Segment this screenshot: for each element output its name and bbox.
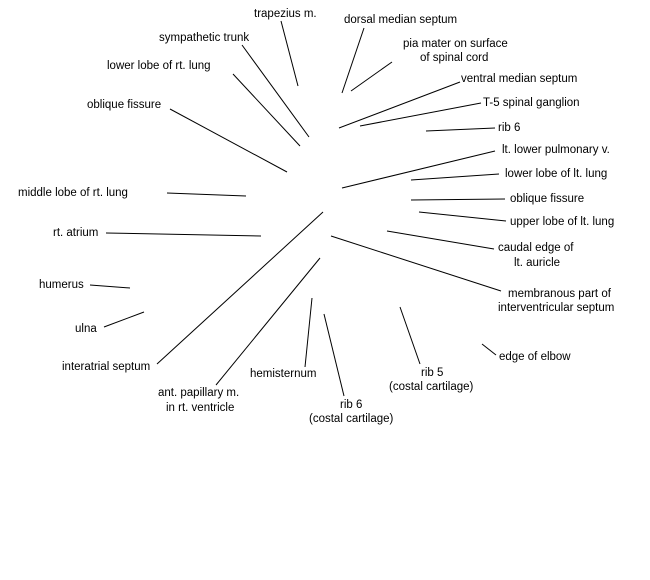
label-text: T-5 spinal ganglion (483, 97, 580, 109)
label-interatrial-septum: interatrial septum (62, 211, 324, 373)
leader-line (241, 44, 310, 138)
leader-line (359, 102, 482, 127)
leader-line (304, 297, 313, 368)
leader-line (386, 230, 495, 250)
label-trapezius-muscle: trapezius m. (254, 8, 317, 87)
leader-line (103, 311, 145, 328)
label-text: rt. atrium (53, 227, 98, 239)
label-text: ventral median septum (461, 73, 577, 85)
label-ventral-median-septum: ventral median septum (338, 73, 577, 129)
label-text: rib 5 (costal cartilage) (389, 367, 474, 393)
label-humerus: humerus (39, 279, 131, 291)
leader-line (410, 173, 500, 181)
leader-line (280, 20, 299, 87)
label-rib-5-costal-cartilage: rib 5 (costal cartilage) (389, 306, 474, 393)
leader-line (169, 108, 288, 173)
leader-line (156, 211, 324, 365)
label-dorsal-median-septum: dorsal median septum (341, 14, 457, 94)
label-text: pia mater on surface of spinal cord (403, 38, 511, 64)
label-text: rib 6 (498, 122, 520, 134)
leader-line (341, 150, 496, 189)
label-text: lt. lower pulmonary v. (502, 144, 610, 156)
leader-line (338, 81, 461, 129)
leader-line (330, 235, 502, 292)
label-rt-atrium: rt. atrium (53, 227, 262, 239)
label-t5-spinal-ganglion: T-5 spinal ganglion (359, 97, 580, 127)
label-text: upper lobe of lt. lung (510, 216, 614, 228)
leader-line (481, 343, 497, 356)
label-oblique-fissure-lt: oblique fissure (410, 193, 584, 205)
label-text: humerus (39, 279, 84, 291)
label-text: lower lobe of rt. lung (107, 60, 211, 72)
label-text: ulna (75, 323, 97, 335)
label-text: rib 6 (costal cartilage) (309, 399, 394, 425)
leader-line (323, 313, 345, 397)
label-membranous-interventricular-septum: membranous part of interventricular sept… (330, 235, 614, 314)
leader-line (350, 61, 393, 92)
leader-line (89, 284, 131, 289)
leader-line (341, 27, 365, 94)
label-text: lower lobe of lt. lung (505, 168, 607, 180)
leader-line (166, 192, 247, 197)
label-text: ant. papillary m. in rt. ventricle (158, 387, 242, 414)
label-text: hemisternum (250, 368, 316, 380)
leader-line (105, 232, 262, 237)
label-text: membranous part of interventricular sept… (498, 288, 614, 314)
label-middle-lobe-rt-lung: middle lobe of rt. lung (18, 187, 247, 199)
label-lower-lobe-rt-lung: lower lobe of rt. lung (107, 60, 301, 147)
label-pia-mater: pia mater on surface of spinal cord (350, 38, 511, 92)
leader-line (418, 211, 507, 222)
label-rib-6-costal-cartilage: rib 6 (costal cartilage) (309, 313, 394, 425)
label-edge-of-elbow: edge of elbow (481, 343, 571, 363)
leader-line (410, 198, 506, 201)
label-text: trapezius m. (254, 8, 317, 20)
label-oblique-fissure-rt: oblique fissure (87, 99, 288, 173)
leader-line (232, 73, 301, 147)
leader-line (425, 127, 496, 132)
label-rib-6: rib 6 (425, 122, 520, 134)
leader-line (215, 257, 321, 386)
label-text: caudal edge of lt. auricle (498, 242, 577, 269)
label-sympathetic-trunk: sympathetic trunk (159, 32, 310, 138)
label-text: interatrial septum (62, 361, 150, 373)
label-ulna: ulna (75, 311, 145, 335)
label-lt-lower-pulmonary-vein: lt. lower pulmonary v. (341, 144, 610, 189)
label-upper-lobe-lt-lung: upper lobe of lt. lung (418, 211, 614, 228)
label-caudal-edge-lt-auricle: caudal edge of lt. auricle (386, 230, 577, 269)
label-text: sympathetic trunk (159, 32, 249, 44)
label-ant-papillary-muscle: ant. papillary m. in rt. ventricle (158, 257, 321, 414)
label-text: oblique fissure (87, 99, 161, 111)
label-lower-lobe-lt-lung: lower lobe of lt. lung (410, 168, 607, 181)
label-text: middle lobe of rt. lung (18, 187, 128, 199)
label-text: dorsal median septum (344, 14, 457, 26)
label-text: edge of elbow (499, 351, 571, 363)
label-text: oblique fissure (510, 193, 584, 205)
label-hemisternum: hemisternum (250, 297, 316, 380)
leader-line (399, 306, 421, 365)
